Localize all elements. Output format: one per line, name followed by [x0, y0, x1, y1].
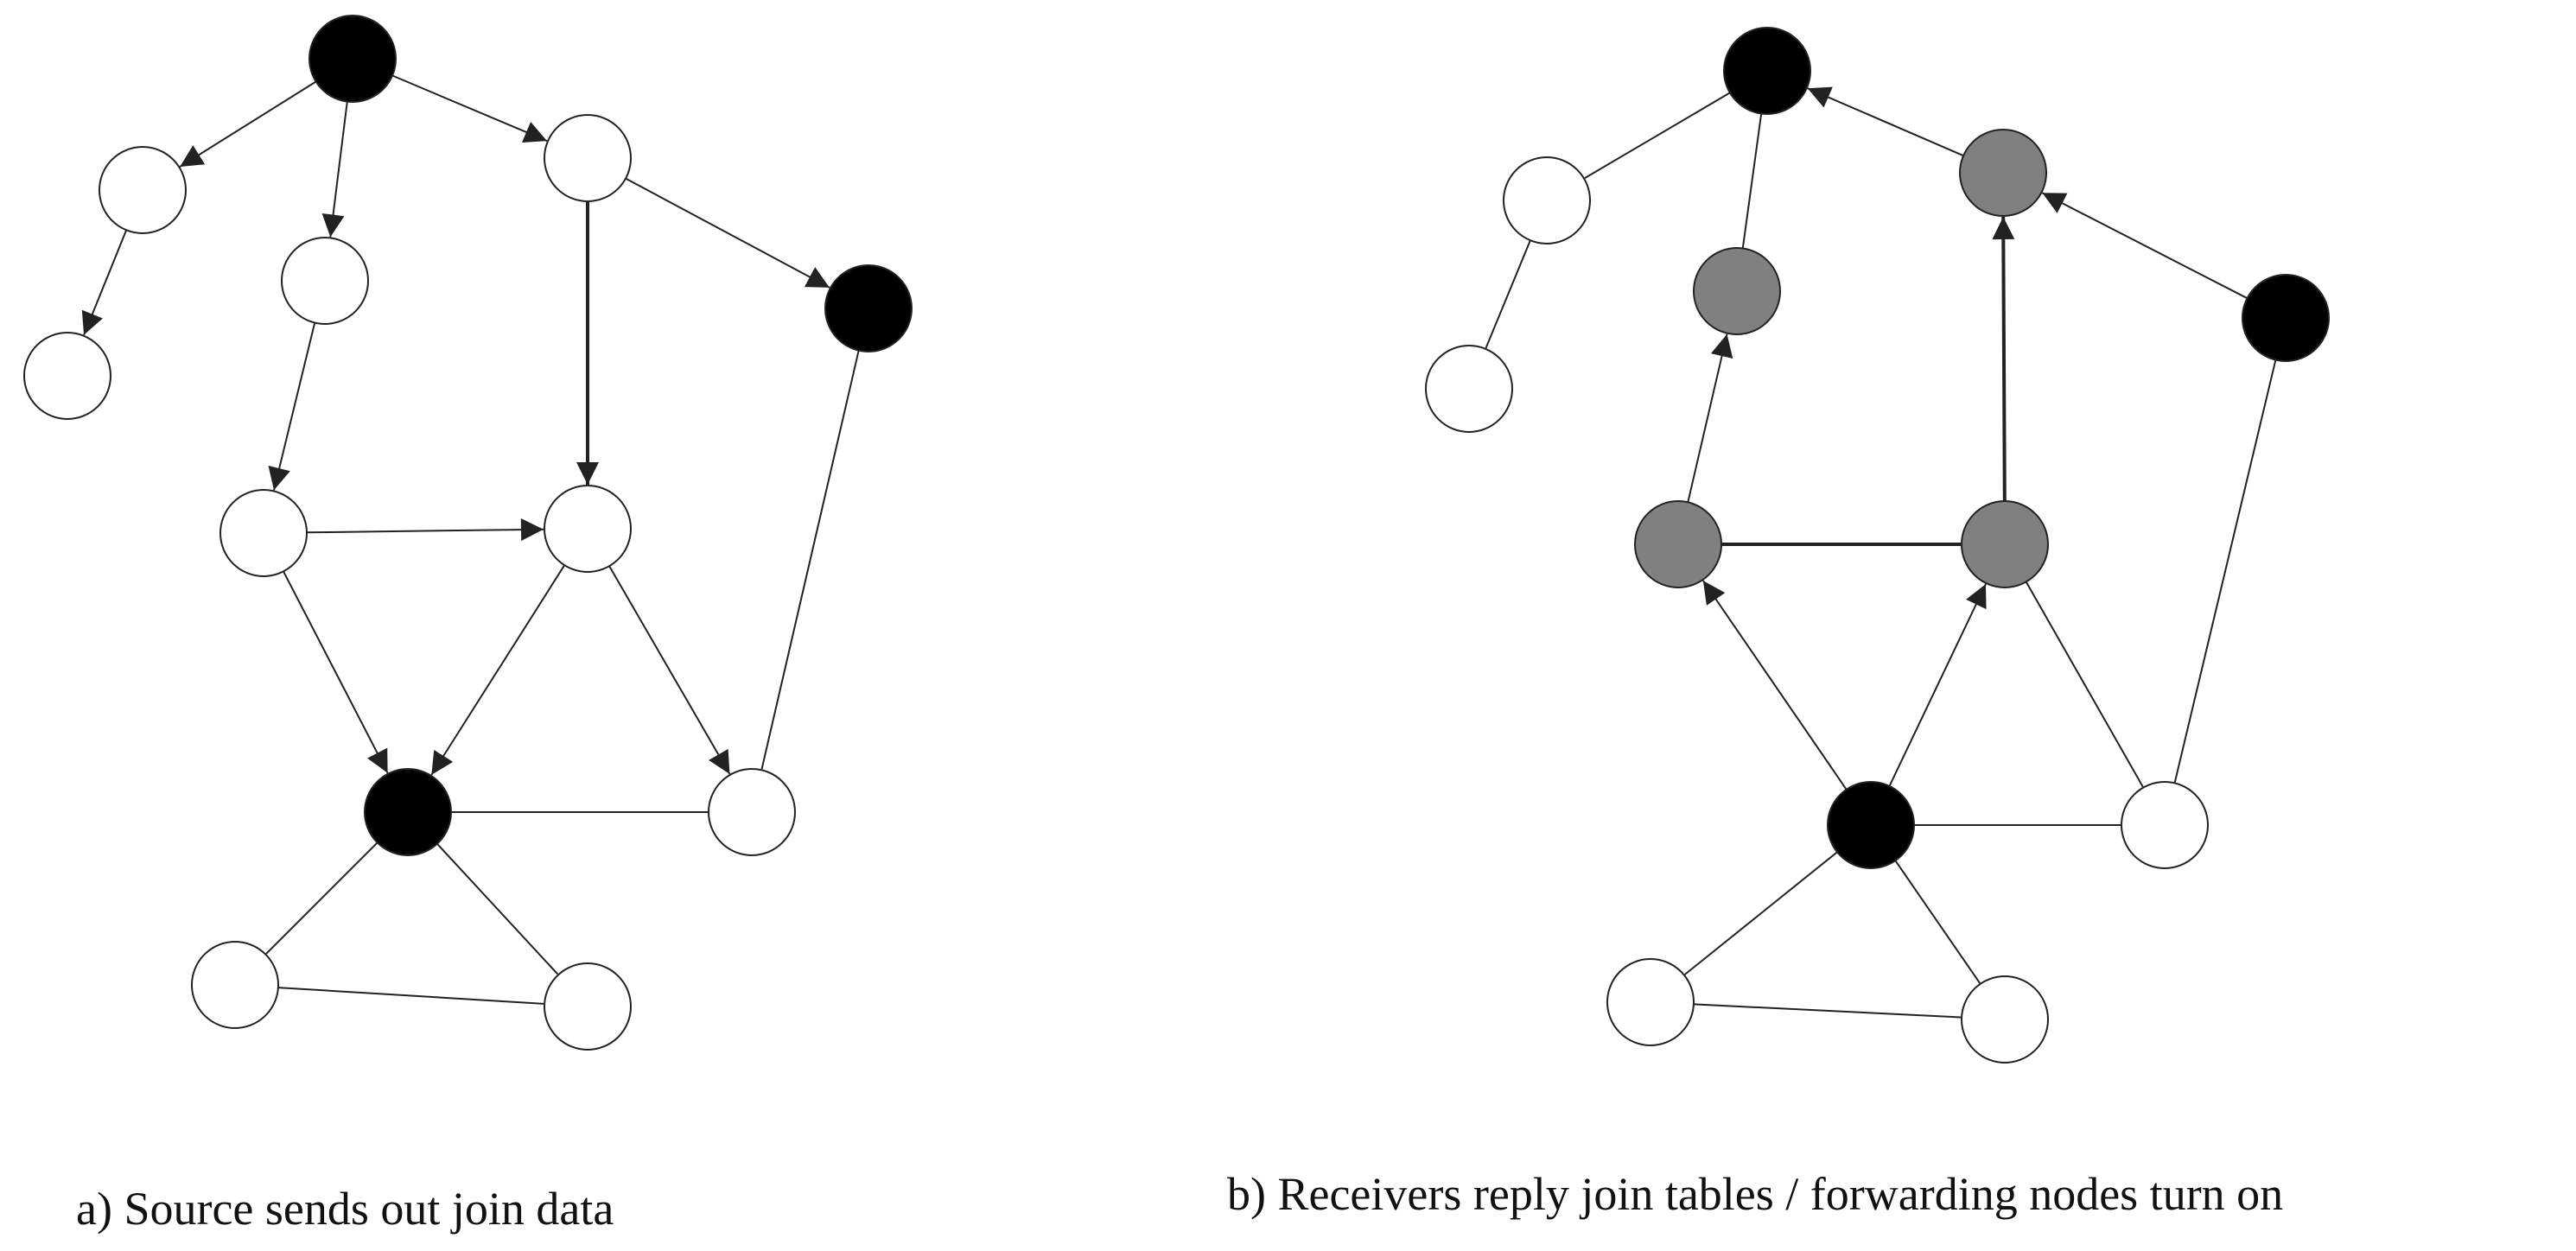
edge-b9-b11	[1684, 851, 1838, 975]
node-a1-source	[308, 15, 397, 103]
edge-b9-b8	[1888, 583, 1987, 787]
node-a5-plain	[544, 114, 632, 202]
edge-b1-b4	[1741, 113, 1763, 248]
edge-a4-a7	[268, 322, 316, 491]
node-a6-receiver	[824, 264, 913, 352]
node-a10-plain	[708, 768, 796, 856]
node-a7-plain	[219, 489, 308, 577]
panel-a: a) Source sends out join data	[23, 15, 913, 1235]
edge-a8-a9	[430, 564, 566, 776]
node-a9-receiver	[364, 768, 452, 856]
edge-a11-a12	[277, 987, 544, 1005]
node-b4-forwarding	[1693, 247, 1781, 335]
node-b1-source	[1723, 27, 1811, 115]
node-a4-plain	[281, 237, 369, 325]
panel-a-caption: a) Source sends out join data	[76, 1183, 614, 1235]
edge-a7-a9	[283, 570, 389, 774]
edge-b9-b7	[1702, 580, 1848, 791]
edge-a7-a8	[306, 518, 544, 542]
node-b10-plain	[2121, 781, 2209, 869]
edge-a6-a10	[760, 350, 860, 770]
panel-b-caption: b) Receivers reply join tables / forward…	[1227, 1168, 2283, 1220]
panel-b: b) Receivers reply join tables / forward…	[1227, 27, 2330, 1220]
node-b9-receiver	[1827, 781, 1915, 869]
node-a12-plain	[544, 962, 632, 1051]
node-b7-forwarding	[1634, 500, 1722, 588]
node-b8-forwarding	[1961, 500, 2049, 588]
edge-b9-b12	[1894, 860, 1981, 984]
node-b11-plain	[1606, 958, 1695, 1046]
edge-b8-b10	[2025, 581, 2144, 788]
edge-b1-b2	[1584, 92, 1731, 179]
edge-a2-a3	[81, 229, 128, 336]
edge-a8-a10	[608, 565, 731, 775]
edge-a1-a4	[321, 101, 348, 238]
edge-a9-a11	[265, 841, 378, 955]
edge-b8-b5	[1992, 216, 2015, 502]
node-a8-plain	[544, 485, 632, 573]
node-b5-forwarding	[1959, 129, 2047, 217]
edge-b6-b10	[2173, 359, 2277, 783]
edge-a1-a5	[391, 74, 548, 143]
edge-b2-b3	[1485, 239, 1531, 349]
node-b12-plain	[1961, 975, 2049, 1064]
edge-b7-b4	[1687, 333, 1733, 503]
edge-a5-a6	[625, 177, 830, 289]
node-b3-plain	[1425, 345, 1513, 433]
edge-b11-b12	[1693, 1003, 1962, 1019]
node-a2-plain	[99, 146, 187, 234]
edge-a9-a12	[436, 843, 559, 975]
node-a11-plain	[191, 941, 279, 1029]
node-a3-plain	[23, 332, 111, 420]
edge-b6-b5	[2041, 192, 2248, 300]
node-b2-plain	[1503, 156, 1591, 244]
node-b6-receiver	[2242, 274, 2330, 362]
edge-b5-b1	[1807, 86, 1964, 157]
edge-a1-a2	[179, 80, 317, 168]
